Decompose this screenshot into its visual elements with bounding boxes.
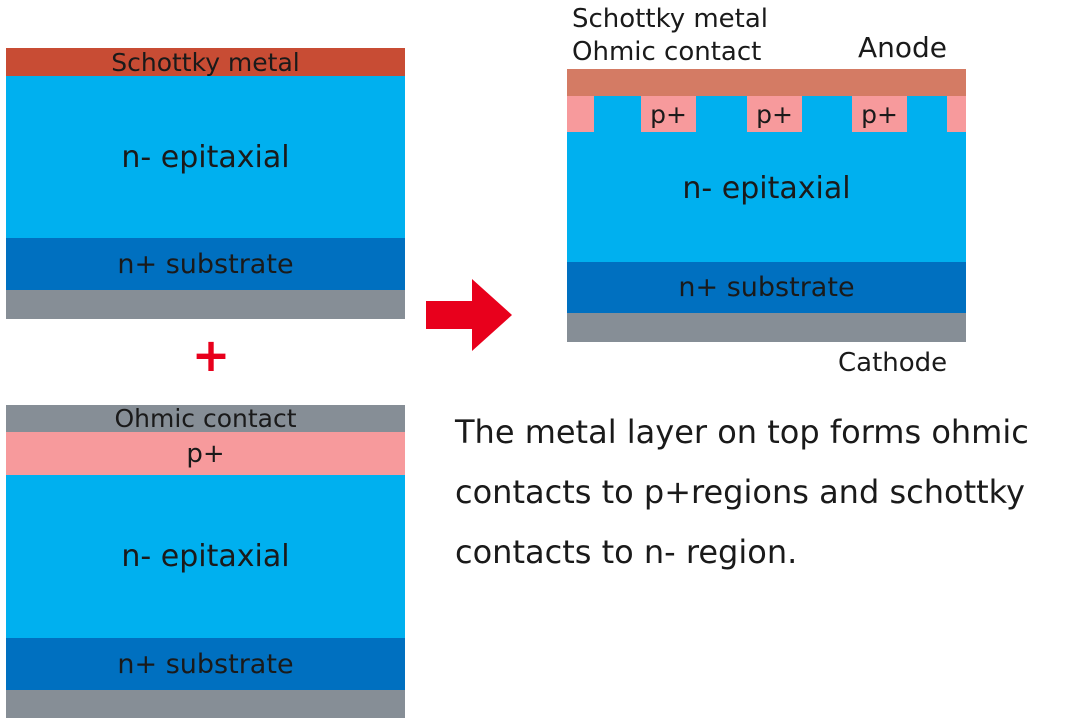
schottky-metal-layer: Schottky metal — [6, 47, 405, 77]
p-plus-region: p+ — [747, 96, 802, 132]
p-plus-region: p+ — [852, 96, 907, 132]
p-plus-region-edge-left — [567, 96, 594, 132]
p-plus-label: p+ — [756, 99, 793, 129]
description-line: contacts to n- region. — [455, 533, 798, 571]
plus-icon: + — [191, 328, 231, 382]
schottky-metal-label: Schottky metal — [111, 47, 300, 77]
n-substrate-layer: n+ substrate — [6, 238, 405, 290]
n-epitaxial-layer: n- epitaxial — [6, 475, 405, 638]
n-substrate-label: n+ substrate — [117, 648, 294, 680]
n-epitaxial-label: n- epitaxial — [121, 139, 290, 175]
schottky-metal-label: Schottky metal — [572, 4, 769, 34]
description-line: contacts to p+regions and schottky — [455, 473, 1025, 511]
pin-diode-stack: Ohmic contact p+ n- epitaxial n+ substra… — [6, 404, 405, 718]
p-plus-label: p+ — [186, 438, 225, 469]
mps-diode-stack: n- epitaxial p+ p+ p+ n+ substrate — [567, 69, 966, 342]
p-plus-layer: p+ — [6, 432, 405, 475]
p-plus-label: p+ — [861, 99, 898, 129]
backside-metal-layer — [6, 290, 405, 319]
n-epitaxial-label: n- epitaxial — [121, 539, 290, 574]
n-substrate-label: n+ substrate — [678, 272, 855, 303]
description-line: The metal layer on top forms ohmic — [455, 413, 1029, 451]
cathode-label: Cathode — [838, 348, 948, 378]
schottky-diode-stack: Schottky metal n- epitaxial n+ substrate — [6, 48, 405, 319]
n-substrate-layer: n+ substrate — [567, 262, 966, 313]
n-substrate-label: n+ substrate — [117, 248, 294, 280]
ohmic-contact-layer: Ohmic contact — [6, 404, 405, 433]
n-substrate-layer: n+ substrate — [6, 638, 405, 690]
ohmic-contact-label: Ohmic contact — [114, 404, 297, 433]
p-plus-region: p+ — [641, 96, 696, 132]
backside-metal-layer — [6, 690, 405, 718]
p-plus-label: p+ — [650, 99, 687, 129]
anode-label: Anode — [858, 31, 948, 64]
anode-metal-layer — [567, 69, 966, 96]
cathode-metal-layer — [567, 313, 966, 342]
description-text: The metal layer on top forms ohmic conta… — [455, 402, 1075, 582]
n-epitaxial-layer: n- epitaxial — [6, 76, 405, 238]
right-arrow-icon — [426, 279, 512, 351]
ohmic-contact-label: Ohmic contact — [572, 37, 762, 67]
n-epitaxial-label: n- epitaxial — [682, 170, 851, 206]
p-plus-region-edge-right — [947, 96, 966, 132]
